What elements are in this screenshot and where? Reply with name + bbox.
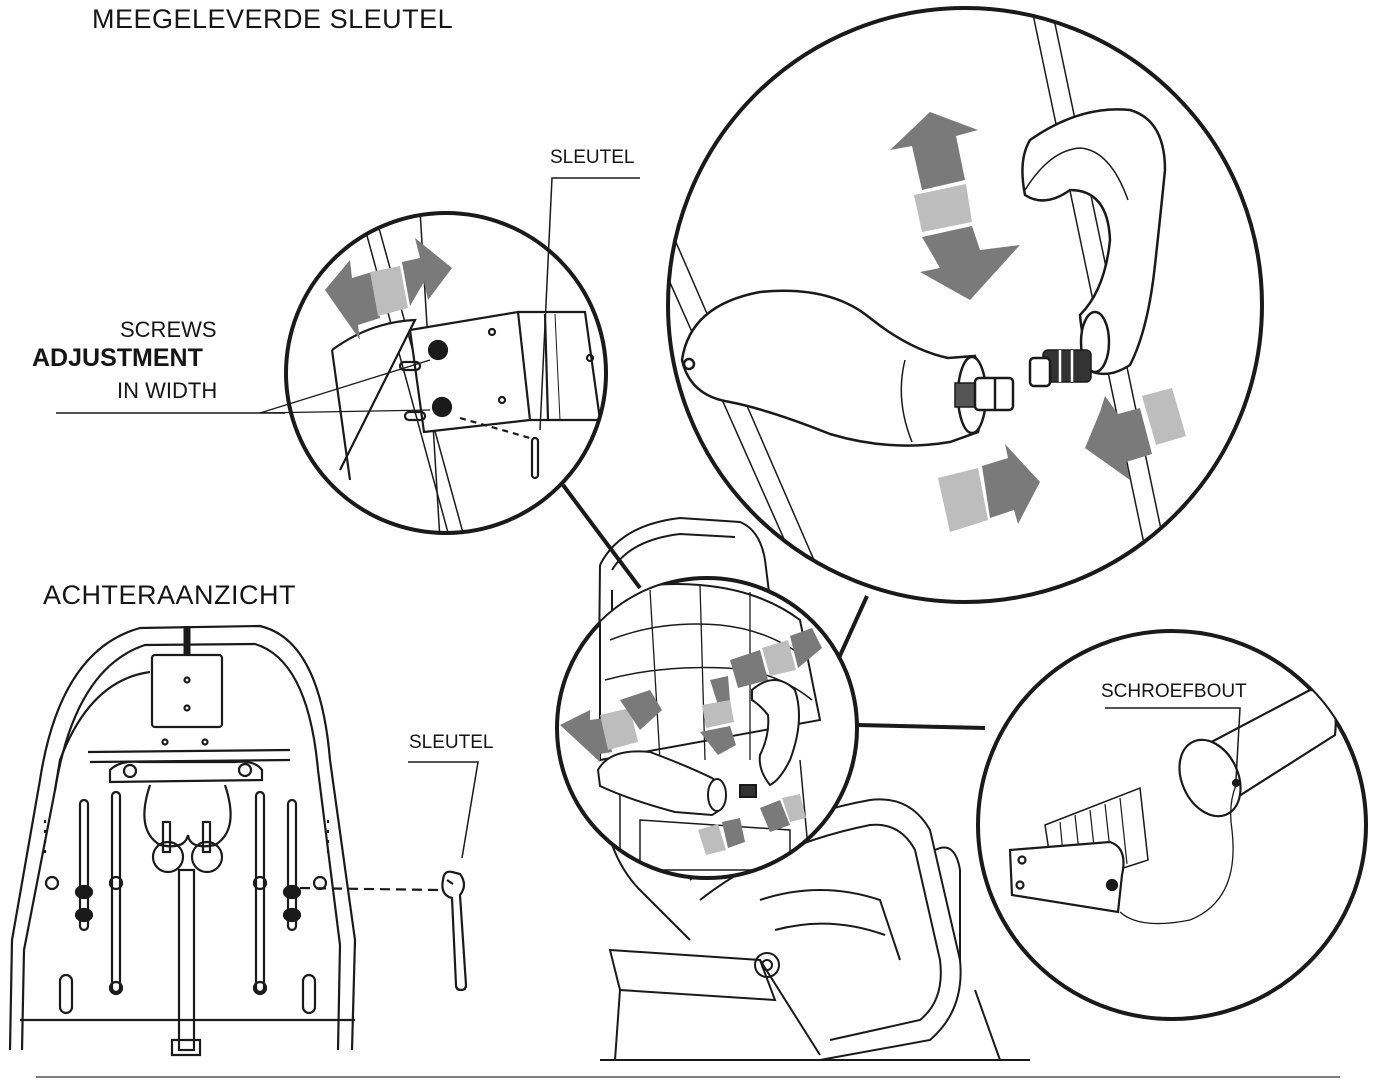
- detail-circle-seat-overview: [555, 576, 859, 880]
- screws-leader-branch: [259, 359, 431, 414]
- connector-lines: [561, 483, 986, 730]
- key-label-top: SLEUTEL: [550, 147, 635, 168]
- push-left-arrow-icon: [1085, 388, 1186, 480]
- bolt-leader: [1105, 707, 1241, 781]
- rear-view-title: ACHTERAANZICHT: [43, 580, 297, 610]
- in-width-label: IN WIDTH: [117, 378, 218, 403]
- detail-circle-width-screws: [284, 211, 608, 535]
- key-label-bottom: SLEUTEL: [409, 732, 494, 753]
- detail-circle-bolt: [976, 629, 1368, 1021]
- supplied-key-title: MEEGELEVERDE SLEUTEL: [92, 4, 454, 34]
- detail-circle-lateral-support: [666, 6, 1264, 604]
- wrench-icon: [441, 870, 468, 992]
- key-top-leader: [539, 177, 640, 431]
- rear-view-illustration: [8, 624, 439, 1057]
- key-bottom-leader: [408, 761, 479, 859]
- overview-arrows-icon: [560, 628, 822, 855]
- bolt-label: SCHROEFBOUT: [1101, 681, 1247, 702]
- push-right-arrow-icon: [938, 444, 1040, 532]
- up-down-arrow-icon: [890, 112, 1020, 300]
- width-adjust-arrows-icon: [325, 238, 452, 340]
- screws-label: SCREWS: [120, 317, 217, 342]
- adjustment-label: ADJUSTMENT: [32, 344, 203, 372]
